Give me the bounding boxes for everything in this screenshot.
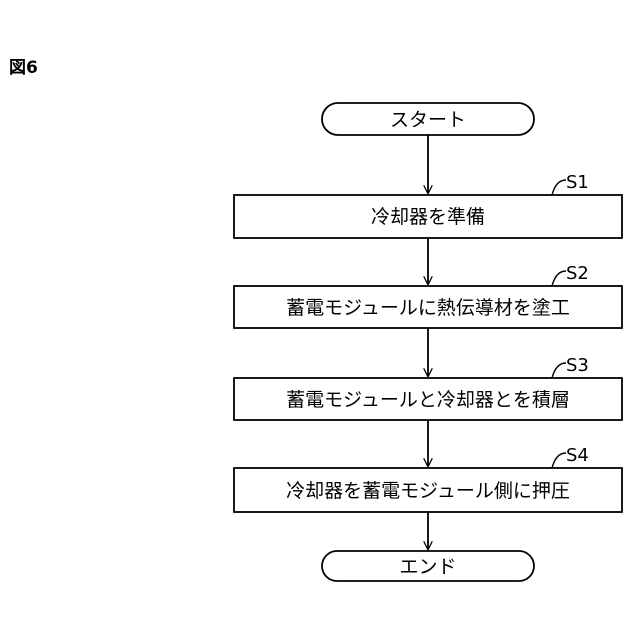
step-text-s1: 冷却器を準備 (371, 206, 485, 228)
step-tag-s2: S2 (566, 263, 589, 284)
step-tag-leader (552, 363, 566, 378)
step-tag-leader (552, 271, 566, 286)
start-terminator: スタート (322, 103, 534, 135)
step-tag-s4: S4 (566, 445, 589, 466)
step-tag-leader (552, 180, 566, 195)
start-label: スタート (390, 109, 466, 131)
end-terminator: エンド (322, 551, 534, 581)
step-text-s2: 蓄電モジュールに熱伝導材を塗工 (286, 296, 570, 319)
step-tag-s1: S1 (566, 172, 589, 193)
step-text-s3: 蓄電モジュールと冷却器とを積層 (286, 389, 570, 411)
step-text-s4: 冷却器を蓄電モジュール側に押圧 (286, 480, 570, 502)
step-tag-s3: S3 (566, 355, 589, 376)
step-tag-leader (552, 453, 566, 468)
end-label: エンド (399, 556, 456, 578)
